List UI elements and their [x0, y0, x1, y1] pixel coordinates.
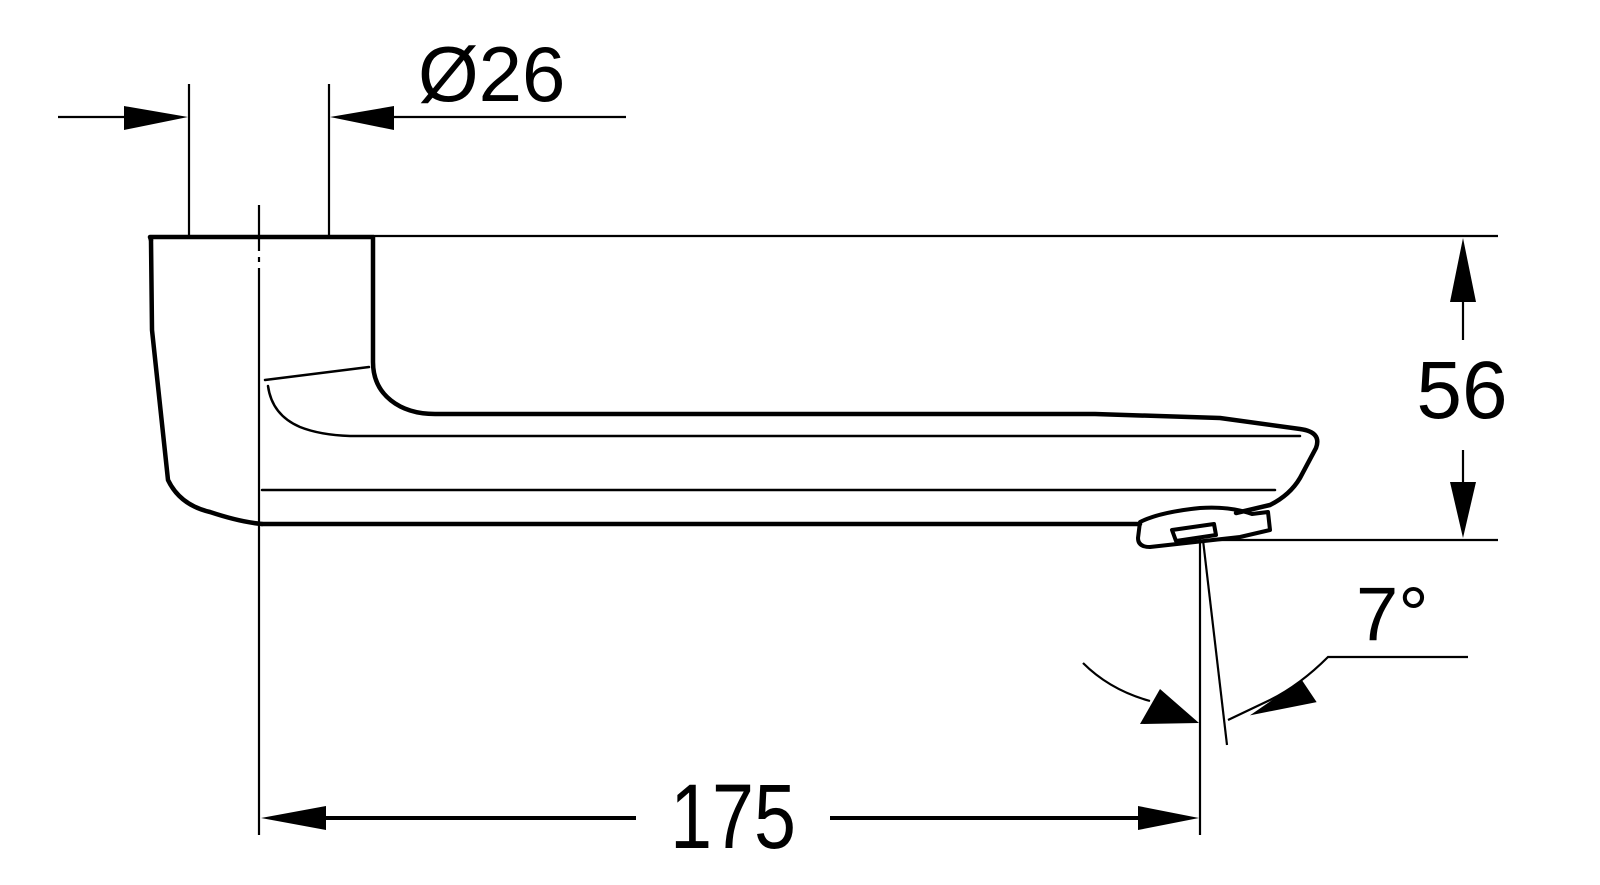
projection-arrow-left-icon — [261, 806, 326, 830]
projection-arrow-right-icon — [1138, 806, 1199, 830]
angle-arc-left — [1082, 662, 1151, 703]
aerator-outlet — [1170, 522, 1218, 543]
diameter-arrow-right-icon — [330, 106, 394, 130]
spout-inner-curve — [266, 384, 1302, 438]
spout-outer-profile — [147, 234, 1320, 516]
height-arrow-down-icon — [1450, 482, 1476, 538]
diameter-arrow-left-icon — [124, 106, 188, 130]
center-lines — [257, 205, 1229, 835]
spout-left-side — [148, 237, 265, 527]
angle-arc-right — [1227, 655, 1468, 721]
angle-label: 7° — [1356, 572, 1429, 657]
height-label: 56 — [1416, 345, 1507, 436]
diameter-dimension: Ø26 — [58, 30, 626, 237]
spout-body — [147, 234, 1320, 549]
spout-inner-upper-line — [263, 365, 371, 382]
height-arrow-up-icon — [1450, 238, 1476, 302]
outlet-angle-line — [1201, 539, 1229, 746]
projection-dimension: 175 — [261, 765, 1199, 868]
angle-arrow-right-icon — [1249, 679, 1317, 716]
diameter-label: Ø26 — [418, 30, 565, 118]
projection-label: 175 — [670, 765, 796, 868]
angle-arrow-left-icon — [1140, 689, 1199, 724]
aerator-housing — [1136, 505, 1272, 549]
angle-dimension: 7° — [1082, 572, 1468, 724]
height-dimension: 56 — [373, 234, 1508, 542]
